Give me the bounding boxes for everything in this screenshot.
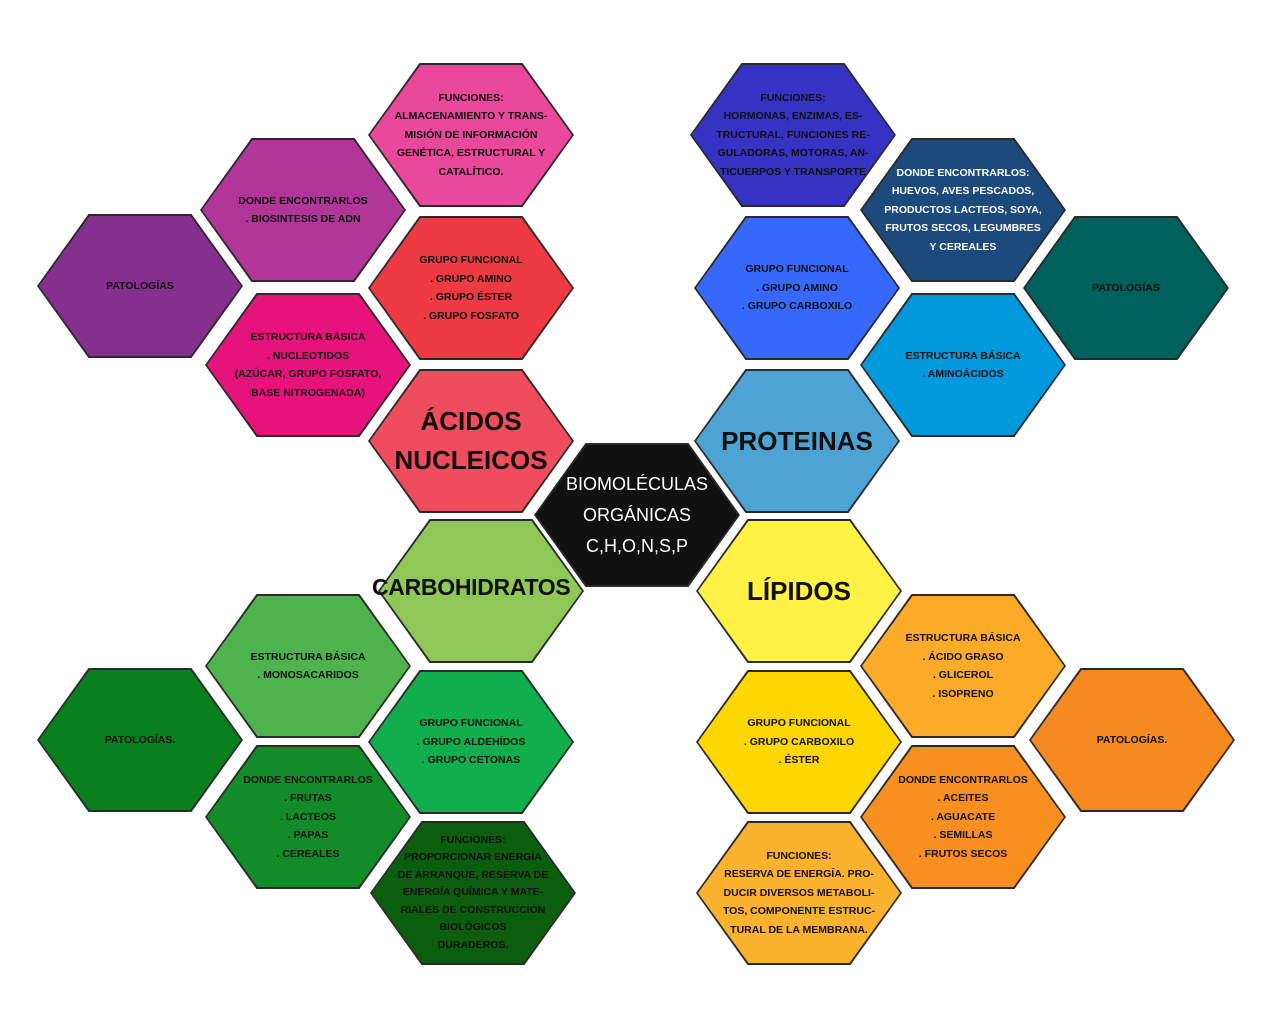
acidos-title-hex: ÁCIDOS NUCLEICOS [370, 371, 572, 511]
carbo-funciones-text: FUNCIONES: PROPORCIONAR ENERGÍA DE ARRAN… [397, 833, 549, 951]
acidos-title-text: ÁCIDOS NUCLEICOS [394, 406, 548, 475]
lipidos-funciones-text: FUNCIONES: RESERVA DE ENERGÍA. PRO- DUCI… [722, 849, 876, 936]
acidos-grupo-hex: GRUPO FUNCIONAL . GRUPO AMINO . GRUPO ÉS… [370, 218, 572, 358]
acidos-donde-text: DONDE ENCONTRARLOS . BIOSINTESIS DE ADN [238, 194, 368, 226]
proteinas-estructura-text: ESTRUCTURA BÁSICA . AMINOÁCIDOS [905, 349, 1021, 381]
lipidos-donde-text: DONDE ENCONTRARLOS . ACEITES . AGUACATE … [898, 773, 1028, 860]
carbo-patologias-text: PATOLOGÍAS. [104, 733, 176, 746]
proteinas-funciones-text: FUNCIONES: HORMONAS, ENZIMAS, ES- TRUCTU… [716, 91, 870, 178]
acidos-estructura-text: ESTRUCTURA BÁSICA . NUCLEOTIDOS (AZÚCAR,… [234, 331, 382, 399]
acidos-patologias-text: PATOLOGÍAS [106, 279, 174, 292]
proteinas-patologias-text: PATOLOGÍAS [1092, 281, 1160, 294]
carbo-patologias-hex: PATOLOGÍAS. [39, 670, 241, 810]
proteinas-donde-text: DONDE ENCONTRARLOS: HUEVOS, AVES PESCADO… [884, 166, 1042, 253]
proteinas-estructura-hex: ESTRUCTURA BÁSICA . AMINOÁCIDOS [862, 295, 1064, 435]
lipidos-patologias-text: PATOLOGÍAS. [1096, 733, 1168, 746]
acidos-estructura-hex: ESTRUCTURA BÁSICA . NUCLEOTIDOS (AZÚCAR,… [207, 295, 409, 435]
carbo-grupo-text: GRUPO FUNCIONAL . GRUPO ALDEHÍDOS . GRUP… [416, 717, 526, 767]
lipidos-funciones-hex: FUNCIONES: RESERVA DE ENERGÍA. PRO- DUCI… [698, 823, 900, 963]
carbo-funciones-hex: FUNCIONES: PROPORCIONAR ENERGÍA DE ARRAN… [372, 823, 574, 963]
proteinas-donde-hex: DONDE ENCONTRARLOS: HUEVOS, AVES PESCADO… [862, 140, 1064, 280]
acidos-funciones-text: FUNCIONES: ALMACENAMIENTO Y TRANS- MISIÓ… [394, 91, 548, 178]
acidos-patologias-hex: PATOLOGÍAS [39, 216, 241, 356]
lipidos-grupo-text: GRUPO FUNCIONAL . GRUPO CARBOXILO . ÉSTE… [743, 717, 855, 767]
proteinas-title-hex: PROTEINAS [696, 371, 898, 511]
center-hex: BIOMOLÉCULAS ORGÁNICAS C,H,O,N,S,P [536, 445, 738, 585]
lipidos-estructura-hex: ESTRUCTURA BÁSICA . ÁCIDO GRASO . GLICER… [862, 596, 1064, 736]
lipidos-grupo-hex: GRUPO FUNCIONAL . GRUPO CARBOXILO . ÉSTE… [698, 672, 900, 812]
carbo-donde-hex: DONDE ENCONTRARLOS . FRUTAS . LACTEOS . … [207, 747, 409, 887]
carbo-estructura-hex: ESTRUCTURA BÁSICA . MONOSACARIDOS [207, 596, 409, 736]
proteinas-title-text: PROTEINAS [721, 425, 873, 456]
proteinas-funciones-hex: FUNCIONES: HORMONAS, ENZIMAS, ES- TRUCTU… [692, 65, 894, 205]
carbo-grupo-hex: GRUPO FUNCIONAL . GRUPO ALDEHÍDOS . GRUP… [370, 672, 572, 812]
lipidos-estructura-text: ESTRUCTURA BÁSICA . ÁCIDO GRASO . GLICER… [905, 632, 1021, 700]
acidos-donde-hex: DONDE ENCONTRARLOS . BIOSINTESIS DE ADN [202, 140, 404, 280]
lipidos-patologias-hex: PATOLOGÍAS. [1031, 670, 1233, 810]
lipidos-title-text: LÍPIDOS [746, 575, 851, 606]
center-text: BIOMOLÉCULAS ORGÁNICAS C,H,O,N,S,P [565, 473, 709, 556]
acidos-grupo-text: GRUPO FUNCIONAL . GRUPO AMINO . GRUPO ÉS… [419, 254, 523, 322]
proteinas-grupo-hex: GRUPO FUNCIONAL . GRUPO AMINO . GRUPO CA… [696, 218, 898, 358]
proteinas-patologias-hex: PATOLOGÍAS [1025, 218, 1227, 358]
carbo-title-text: CARBOHIDRATOS [372, 574, 571, 600]
lipidos-title-hex: LÍPIDOS [698, 521, 900, 661]
carbo-donde-text: DONDE ENCONTRARLOS . FRUTAS . LACTEOS . … [243, 773, 373, 860]
proteinas-grupo-text: GRUPO FUNCIONAL . GRUPO AMINO . GRUPO CA… [741, 263, 853, 313]
lipidos-donde-hex: DONDE ENCONTRARLOS . ACEITES . AGUACATE … [862, 747, 1064, 887]
carbo-estructura-text: ESTRUCTURA BÁSICA . MONOSACARIDOS [250, 650, 366, 682]
acidos-funciones-hex: FUNCIONES: ALMACENAMIENTO Y TRANS- MISIÓ… [370, 65, 572, 205]
